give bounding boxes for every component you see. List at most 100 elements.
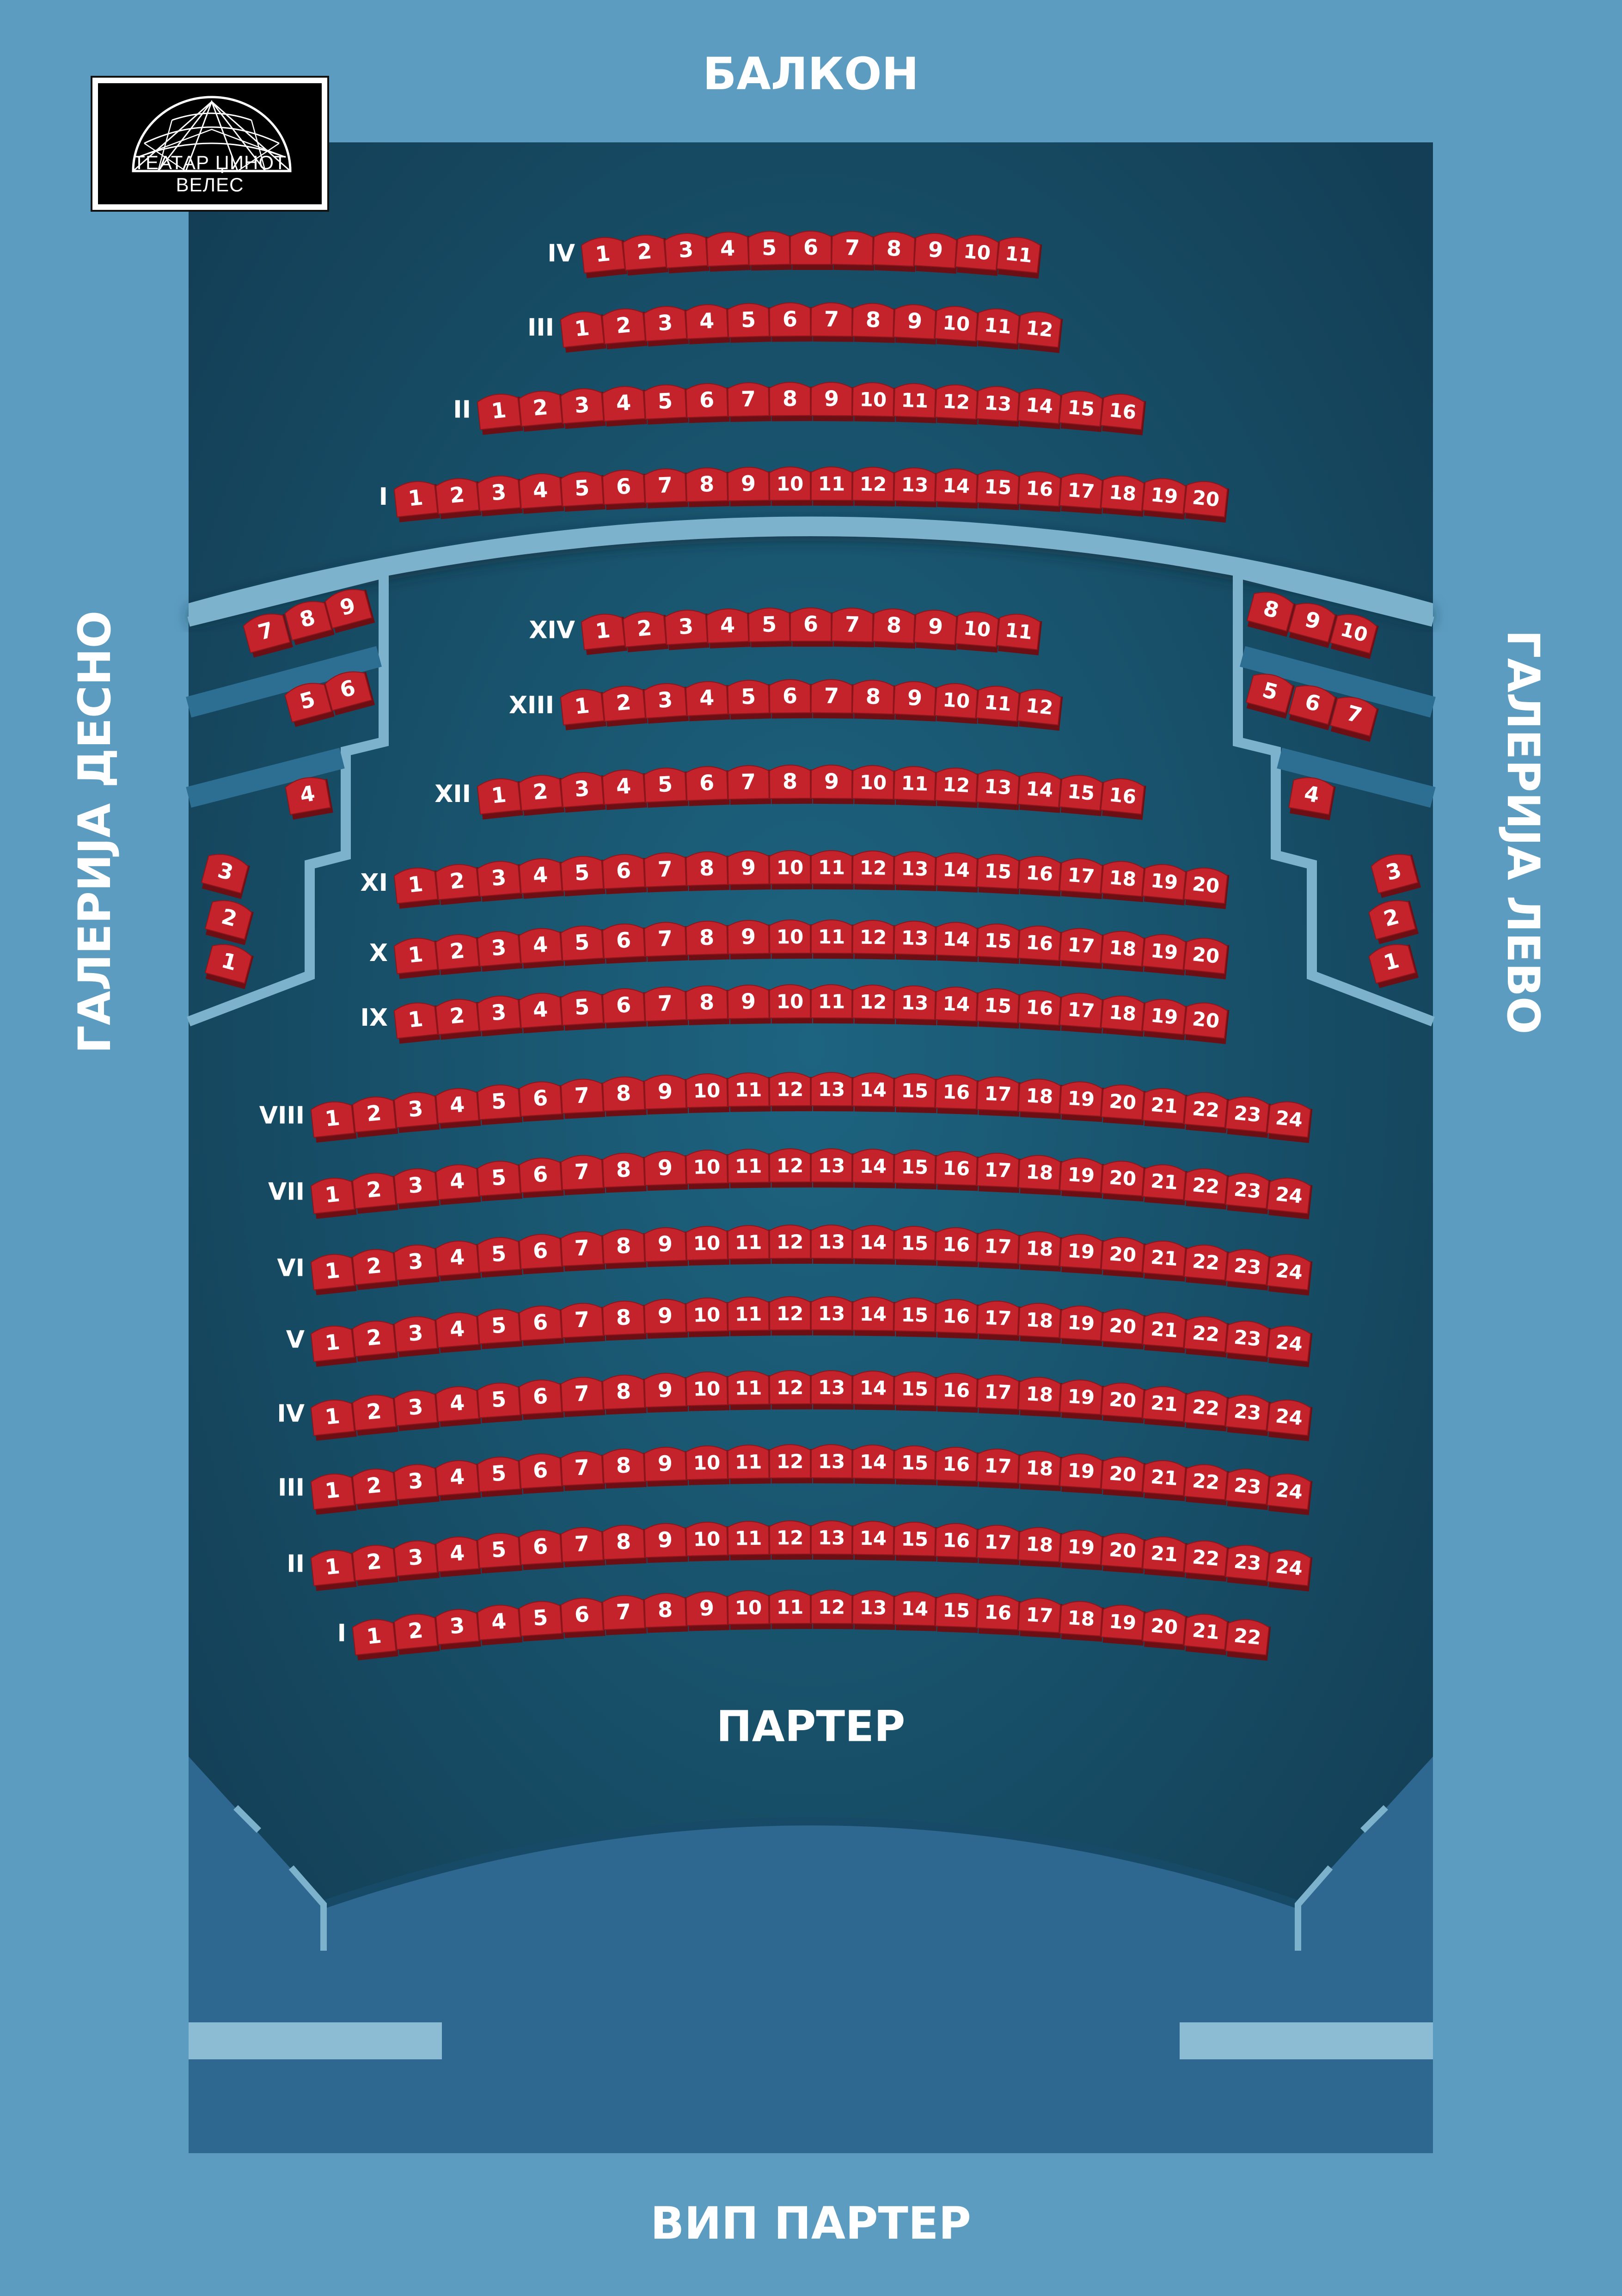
parterre-row-VIII-seat-2[interactable]: 2 [352,1095,398,1138]
balcony-row-I-seat-4[interactable]: 4 [519,472,564,514]
parterre-row-I-seat-14[interactable]: 14 [894,1591,937,1631]
gallery-left-seat-1[interactable]: 1 [1367,940,1419,989]
parterre-row-X-seat-11[interactable]: 11 [810,919,854,959]
parterre-row-XII-seat-12[interactable]: 12 [935,767,979,808]
gallery-left-seat-3[interactable]: 3 [1370,850,1421,899]
parterre-row-VI-seat-8[interactable]: 8 [602,1229,647,1269]
parterre-row-XIV-seat-2[interactable]: 2 [623,610,668,653]
parterre-row-XIII-seat-9[interactable]: 9 [893,680,938,722]
gallery-left-seat-6[interactable]: 6 [1287,682,1339,730]
parterre-row-I-seat-18[interactable]: 18 [1059,1600,1104,1642]
parterre-row-XI-seat-9[interactable]: 9 [727,850,771,890]
parterre-row-VIII-seat-17[interactable]: 17 [976,1076,1021,1117]
parterre-row-XIV-seat-11[interactable]: 11 [996,612,1042,655]
parterre-row-IV-seat-11[interactable]: 11 [727,1371,771,1410]
parterre-row-VI-seat-7[interactable]: 7 [560,1231,606,1272]
parterre-row-I-seat-11[interactable]: 11 [769,1590,813,1629]
balcony-row-IV-seat-4[interactable]: 4 [706,231,751,272]
parterre-row-V-seat-15[interactable]: 15 [894,1298,937,1338]
parterre-row-I-seat-16[interactable]: 16 [976,1595,1021,1635]
parterre-row-XIV-seat-9[interactable]: 9 [913,609,959,650]
parterre-row-IX-seat-20[interactable]: 20 [1183,1001,1230,1044]
parterre-row-IV-seat-17[interactable]: 17 [976,1374,1021,1415]
parterre-row-II-seat-20[interactable]: 20 [1101,1532,1146,1574]
parterre-row-VI-seat-1[interactable]: 1 [310,1252,357,1295]
balcony-row-II-seat-4[interactable]: 4 [602,385,647,427]
parterre-row-III-seat-18[interactable]: 18 [1018,1450,1063,1491]
parterre-row-IX-seat-7[interactable]: 7 [644,986,688,1027]
parterre-row-IV-seat-9[interactable]: 9 [644,1372,688,1413]
parterre-row-II-seat-5[interactable]: 5 [477,1532,523,1574]
parterre-row-V-seat-18[interactable]: 18 [1018,1302,1063,1343]
balcony-row-II-seat-5[interactable]: 5 [643,384,689,425]
balcony-row-II-seat-14[interactable]: 14 [1017,387,1063,429]
gallery-left-seat-5[interactable]: 5 [1245,670,1296,719]
parterre-row-I-seat-10[interactable]: 10 [727,1590,771,1630]
parterre-row-III-seat-10[interactable]: 10 [686,1445,730,1485]
parterre-row-XII-seat-15[interactable]: 15 [1059,774,1105,816]
parterre-row-III-seat-6[interactable]: 6 [519,1453,564,1494]
parterre-row-I-seat-5[interactable]: 5 [519,1600,564,1642]
parterre-row-II-seat-17[interactable]: 17 [976,1525,1021,1565]
balcony-row-I-seat-9[interactable]: 9 [727,466,771,507]
parterre-row-XI-seat-11[interactable]: 11 [810,850,854,890]
gallery-right-seat-9[interactable]: 9 [324,585,375,634]
parterre-row-XI-seat-10[interactable]: 10 [769,850,813,890]
parterre-row-XIII-seat-12[interactable]: 12 [1017,688,1063,731]
parterre-row-I-seat-7[interactable]: 7 [602,1595,647,1635]
parterre-row-VII-seat-18[interactable]: 18 [1018,1154,1063,1195]
parterre-row-V-seat-19[interactable]: 19 [1059,1305,1104,1347]
parterre-row-VI-seat-10[interactable]: 10 [686,1226,730,1266]
parterre-row-IX-seat-2[interactable]: 2 [435,998,482,1040]
balcony-row-III-seat-10[interactable]: 10 [934,305,979,347]
parterre-row-IV-seat-21[interactable]: 21 [1142,1385,1187,1427]
parterre-row-XIII-seat-6[interactable]: 6 [769,679,813,719]
parterre-row-V-seat-2[interactable]: 2 [352,1319,398,1362]
parterre-row-VI-seat-22[interactable]: 22 [1183,1243,1230,1286]
parterre-row-VIII-seat-6[interactable]: 6 [519,1081,564,1122]
balcony-row-IV-seat-11[interactable]: 11 [996,236,1042,279]
parterre-row-II-seat-21[interactable]: 21 [1142,1536,1187,1578]
parterre-row-VI-seat-17[interactable]: 17 [976,1229,1021,1269]
parterre-row-X-seat-19[interactable]: 19 [1142,933,1188,976]
parterre-row-III-seat-23[interactable]: 23 [1225,1467,1272,1510]
parterre-row-VII-seat-12[interactable]: 12 [769,1148,813,1188]
parterre-row-XII-seat-8[interactable]: 8 [769,765,813,804]
parterre-row-II-seat-1[interactable]: 1 [310,1548,357,1591]
balcony-row-II-seat-1[interactable]: 1 [477,392,523,435]
parterre-row-VII-seat-4[interactable]: 4 [435,1163,481,1205]
parterre-row-II-seat-19[interactable]: 19 [1059,1529,1104,1571]
parterre-row-IV-seat-22[interactable]: 22 [1183,1389,1230,1432]
parterre-row-XIV-seat-3[interactable]: 3 [664,609,710,650]
parterre-row-XIII-seat-2[interactable]: 2 [602,685,648,727]
parterre-row-XII-seat-7[interactable]: 7 [727,765,771,805]
parterre-row-V-seat-8[interactable]: 8 [602,1300,647,1341]
parterre-row-VII-seat-7[interactable]: 7 [560,1154,606,1195]
parterre-row-V-seat-1[interactable]: 1 [310,1324,357,1367]
parterre-row-V-seat-10[interactable]: 10 [686,1298,730,1337]
parterre-row-X-seat-17[interactable]: 17 [1059,927,1105,969]
parterre-row-III-seat-12[interactable]: 12 [769,1444,813,1484]
parterre-row-XI-seat-15[interactable]: 15 [976,853,1021,894]
parterre-row-X-seat-8[interactable]: 8 [686,920,730,961]
gallery-right-seat-3[interactable]: 3 [200,851,251,899]
parterre-row-VI-seat-23[interactable]: 23 [1225,1248,1272,1291]
balcony-row-I-seat-18[interactable]: 18 [1101,474,1146,517]
parterre-row-XIV-seat-8[interactable]: 8 [872,608,917,649]
parterre-row-X-seat-5[interactable]: 5 [560,925,606,966]
parterre-row-X-seat-10[interactable]: 10 [769,919,813,959]
balcony-row-II-seat-10[interactable]: 10 [852,382,896,422]
parterre-row-XIV-seat-10[interactable]: 10 [955,610,1001,653]
parterre-row-VI-seat-21[interactable]: 21 [1142,1240,1187,1282]
gallery-right-seat-6[interactable]: 6 [324,667,375,716]
parterre-row-VI-seat-4[interactable]: 4 [435,1239,481,1281]
parterre-row-VI-seat-16[interactable]: 16 [935,1227,979,1267]
parterre-row-II-seat-23[interactable]: 23 [1225,1543,1272,1586]
parterre-row-IX-seat-15[interactable]: 15 [976,988,1021,1029]
balcony-row-I-seat-14[interactable]: 14 [935,468,979,509]
parterre-row-III-seat-20[interactable]: 20 [1101,1456,1146,1498]
balcony-row-II-seat-15[interactable]: 15 [1059,390,1105,432]
parterre-row-V-seat-7[interactable]: 7 [560,1302,606,1343]
parterre-row-I-seat-19[interactable]: 19 [1101,1604,1146,1646]
parterre-row-VI-seat-2[interactable]: 2 [352,1248,398,1290]
